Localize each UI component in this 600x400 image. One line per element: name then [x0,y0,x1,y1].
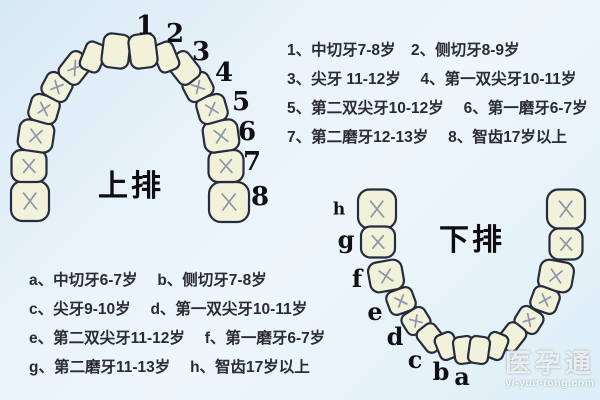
tooth [545,188,587,230]
tooth-fissure-mark [221,193,237,211]
tooth-fissure-mark [37,101,51,117]
tooth-fissure-mark [378,268,394,284]
tooth-fissure-mark [204,101,220,117]
tooth-fissure-mark [190,79,206,95]
tooth-fissure-mark [22,192,38,210]
legend-line: 5、第二双尖牙10-12岁 6、第一磨牙6-7岁 [287,100,588,117]
tooth-fissure-mark [559,236,573,252]
tooth-fissure-mark [522,312,536,328]
upper-arch-title: 上排 [98,170,164,203]
tooth-letter-label: c [407,345,423,374]
tooth-number-label: 4 [214,58,234,88]
tooth-letter-label: d [386,322,404,351]
tooth-fissure-mark [538,293,552,307]
upper-legend: 1、中切牙7-8岁 2、侧切牙8-9岁 3、尖牙 11-12岁 4、第一双尖牙1… [287,36,588,152]
tooth [10,148,48,184]
tooth-letter-label: h [332,199,346,220]
tooth [385,286,417,316]
lower-legend: a、中切牙6-7岁 b、侧切牙7-8岁 c、尖牙9-10岁 d、第一双尖牙10-… [29,266,325,382]
tooth-letter-label: e [367,297,383,326]
legend-line: g、第二磨牙11-13岁 h、智齿17岁以上 [29,359,310,376]
tooth-number-label: 2 [165,19,185,49]
tooth-fissure-mark [219,158,233,174]
tooth [100,32,132,70]
tooth-number-label: 7 [242,147,262,177]
tooth [529,285,561,315]
tooth [366,258,406,294]
tooth-number-label: 1 [135,11,155,41]
legend-line: 1、中切牙7-8岁 2、侧切牙8-9岁 [287,42,520,59]
legend-line: e、第二双尖牙11-12岁 f、第一磨牙6-7岁 [29,330,326,347]
tooth-number-label: 6 [237,117,257,147]
lower-arch-title: 下排 [439,224,505,257]
tooth [207,148,245,184]
tooth-fissure-mark [558,200,574,218]
tooth-number-label: 8 [250,182,270,212]
legend-line: a、中切牙6-7岁 b、侧切牙7-8岁 [29,272,267,289]
tooth-letter-label: a [454,362,470,391]
legend-line: c、尖牙9-10岁 d、第一双尖牙10-11岁 [29,301,308,318]
tooth-fissure-mark [548,268,564,284]
tooth [466,334,492,366]
tooth-fissure-mark [371,234,385,250]
tooth-letter-label: b [432,357,450,386]
tooth-letter-label: g [337,225,355,254]
tooth [127,32,159,70]
tooth [9,179,51,223]
tooth-fissure-mark [369,200,385,218]
lower-arch-graphic [356,188,587,366]
tooth-number-label: 3 [191,37,211,67]
tooth [207,180,251,224]
tooth-letter-label: f [351,264,363,293]
tooth [356,188,398,230]
tooth-fissure-mark [28,128,44,144]
tooth-fissure-mark [394,294,408,308]
legend-line: 3、尖牙 11-12岁 4、第一双尖牙10-11岁 [287,71,577,88]
legend-line: 7、第二磨牙12-13岁 8、智齿17岁以上 [287,129,567,146]
tooth-fissure-mark [22,158,36,174]
tooth-fissure-mark [213,128,229,144]
upper-arch-graphic [9,32,251,224]
tooth-fissure-mark [408,314,424,328]
tooth [548,227,584,261]
tooth [359,225,397,259]
tooth-fissure-mark [50,79,64,95]
tooth [201,118,241,154]
tooth-number-label: 5 [231,87,251,117]
